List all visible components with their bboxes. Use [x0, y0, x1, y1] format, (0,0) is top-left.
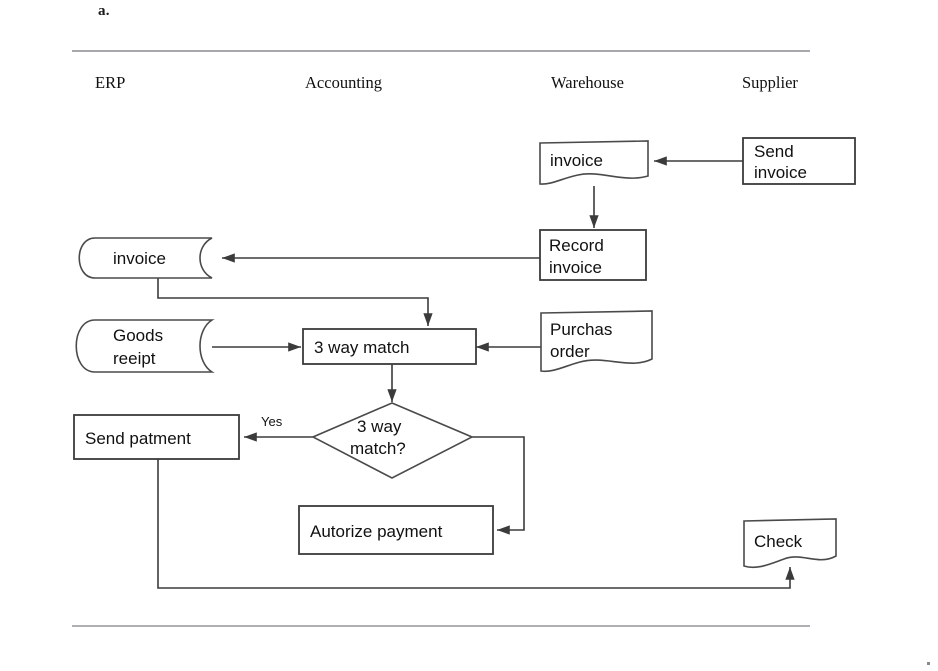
node-invoice-document-label: invoice — [550, 151, 603, 170]
node-check-label: Check — [754, 532, 803, 551]
node-record-invoice-line1: Record — [549, 236, 604, 255]
figure-item-label: a. — [98, 3, 110, 19]
node-goods-receipt-line2: reeipt — [113, 349, 156, 368]
column-header-accounting: Accounting — [305, 73, 382, 92]
top-divider-rule — [72, 50, 810, 52]
node-send-invoice[interactable]: Send invoice — [742, 137, 856, 185]
node-send-payment-label: Send patment — [85, 429, 191, 448]
node-send-payment[interactable]: Send patment — [73, 414, 240, 460]
node-authorize-payment[interactable]: Autorize payment — [298, 505, 494, 555]
node-three-way-match-label: 3 way match — [314, 338, 409, 357]
edge-send-payment-to-check — [157, 459, 795, 589]
column-header-warehouse: Warehouse — [551, 73, 624, 92]
node-decision-line2: match? — [350, 439, 406, 458]
node-send-invoice-line1: Send — [754, 142, 794, 161]
node-invoice-document[interactable]: invoice — [539, 140, 649, 185]
node-decision-three-way-match[interactable]: 3 way match? — [311, 402, 474, 479]
node-invoice-storage[interactable]: invoice — [78, 237, 213, 279]
node-goods-receipt-line1: Goods — [113, 326, 163, 345]
edge-label-yes: Yes — [261, 414, 283, 429]
node-send-invoice-line2: invoice — [754, 163, 807, 182]
node-purchase-order[interactable]: Purchas order — [540, 310, 653, 373]
node-record-invoice-line2: invoice — [549, 258, 602, 277]
page-corner-mark — [927, 662, 930, 665]
column-header-supplier: Supplier — [742, 73, 798, 92]
node-three-way-match[interactable]: 3 way match — [302, 328, 477, 365]
edge-decision-to-authorize-payment — [472, 436, 525, 535]
node-authorize-payment-label: Autorize payment — [310, 522, 443, 541]
bottom-divider-rule — [72, 625, 810, 627]
column-header-erp: ERP — [95, 73, 126, 92]
node-purchase-order-line1: Purchas — [550, 320, 612, 339]
node-check-document[interactable]: Check — [743, 518, 837, 569]
node-decision-line1: 3 way — [357, 417, 402, 436]
edge-invoice-store-to-three-way-match — [157, 276, 433, 326]
node-goods-receipt[interactable]: Goods reeipt — [75, 319, 215, 373]
node-record-invoice[interactable]: Record invoice — [539, 229, 647, 281]
node-purchase-order-line2: order — [550, 342, 590, 361]
node-invoice-storage-label: invoice — [113, 249, 166, 268]
